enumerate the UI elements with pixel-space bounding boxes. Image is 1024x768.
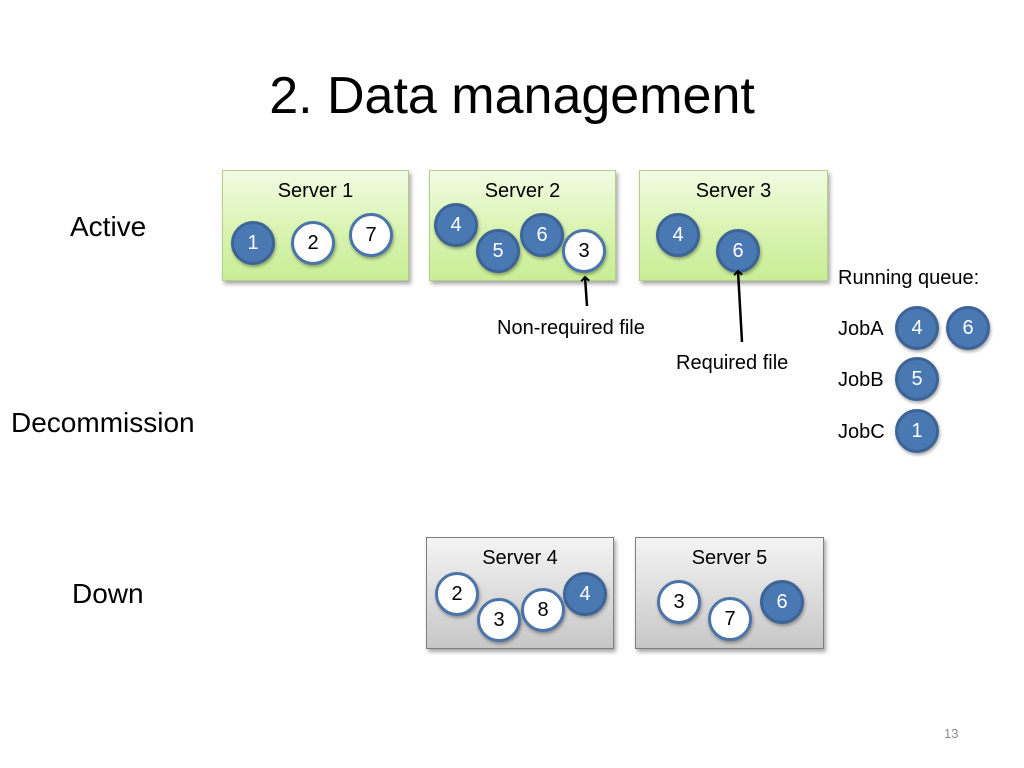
file-node: 6 <box>520 213 564 257</box>
job-label: JobC <box>838 421 885 443</box>
non-required-file-label: Non-required file <box>497 317 645 339</box>
job-label: JobA <box>838 318 884 340</box>
server-3-box: Server 3 4 6 <box>639 170 828 281</box>
file-node: 2 <box>435 572 479 616</box>
server-name: Server 4 <box>482 547 558 569</box>
server-2-box: Server 2 4 6 5 3 <box>429 170 616 281</box>
queue-file-node: 4 <box>895 306 939 350</box>
page-number: 13 <box>944 726 959 741</box>
file-node: 5 <box>476 229 520 273</box>
row-label-decommission: Decommission <box>11 407 195 438</box>
server-5-box: Server 5 3 6 7 <box>635 537 824 649</box>
non-required-arrow <box>580 275 590 307</box>
file-node: 1 <box>231 221 275 265</box>
queue-file-node: 6 <box>946 306 990 350</box>
file-node: 7 <box>349 213 393 257</box>
file-node: 8 <box>521 588 565 632</box>
file-node: 3 <box>477 598 521 642</box>
server-1-box: Server 1 1 2 7 <box>222 170 409 281</box>
server-name: Server 3 <box>695 180 772 202</box>
queue-file-node: 1 <box>895 409 939 453</box>
file-node: 4 <box>656 213 700 257</box>
file-node: 3 <box>562 229 606 273</box>
file-node: 7 <box>708 597 752 641</box>
server-name: Server 5 <box>691 547 768 569</box>
running-queue-title: Running queue: <box>838 267 980 289</box>
job-label: JobB <box>838 369 884 391</box>
file-node: 4 <box>563 572 607 616</box>
file-node: 3 <box>657 580 701 624</box>
queue-file-node: 5 <box>895 357 939 401</box>
required-arrow <box>733 269 744 343</box>
file-node: 6 <box>760 580 804 624</box>
file-node: 2 <box>291 221 335 265</box>
row-label-active: Active <box>70 211 147 242</box>
slide-title: 2. Data management <box>269 67 755 125</box>
file-node: 4 <box>434 203 478 247</box>
row-label-down: Down <box>72 578 144 609</box>
server-name: Server 2 <box>484 180 561 202</box>
server-4-box: Server 4 2 4 8 3 <box>426 537 614 649</box>
required-file-label: Required file <box>676 352 789 374</box>
server-name: Server 1 <box>277 180 354 202</box>
